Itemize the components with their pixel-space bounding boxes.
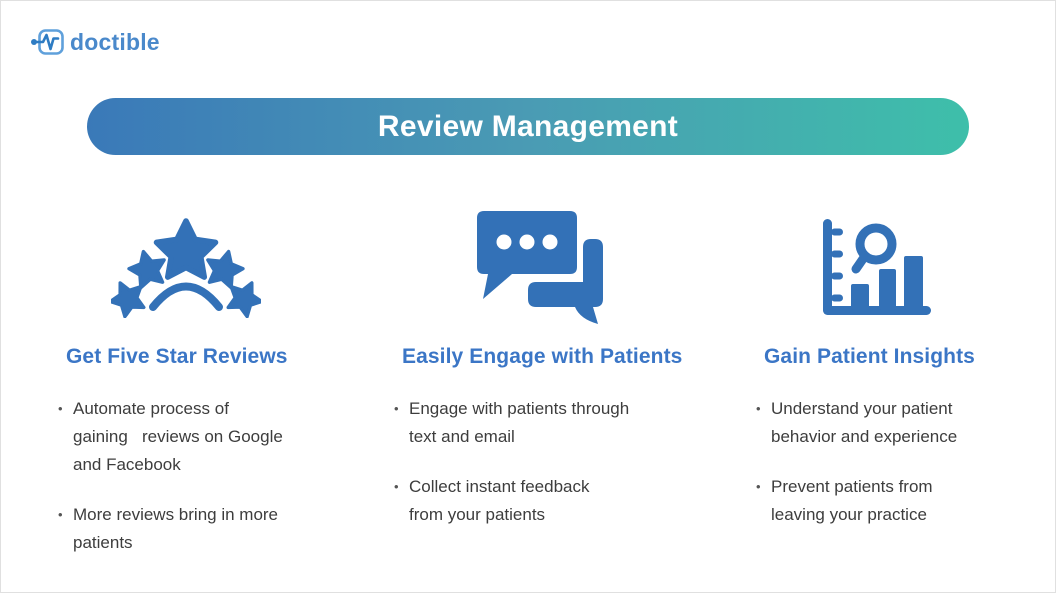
bullet-marker: • (394, 401, 399, 416)
column-five-star-reviews: Get Five Star Reviews • Automate process… (58, 207, 338, 579)
page-title: Review Management (377, 109, 679, 143)
bullet-marker: • (58, 401, 63, 416)
column-heading: Get Five Star Reviews (66, 345, 288, 368)
bar-chart-magnifier-icon (756, 207, 1006, 329)
bullet-marker: • (756, 479, 761, 494)
list-item: • Collect instant feedback from your pat… (394, 473, 706, 529)
bullet-marker: • (58, 507, 63, 522)
doctible-logo: doctible (31, 27, 160, 57)
bullet-marker: • (756, 401, 761, 416)
chat-bubbles-icon (394, 207, 706, 329)
list-item: • Understand your patient behavior and e… (756, 395, 1006, 451)
bullet-list: • Understand your patient behavior and e… (756, 395, 1006, 529)
column-patient-insights: Gain Patient Insights • Understand your … (756, 207, 1006, 551)
list-item: • Automate process of gaining reviews on… (58, 395, 338, 479)
list-item: • Engage with patients through text and … (394, 395, 706, 451)
column-heading: Gain Patient Insights (764, 345, 975, 368)
five-stars-icon (58, 207, 338, 329)
column-engage-patients: Easily Engage with Patients • Engage wit… (394, 207, 706, 551)
bullet-marker: • (394, 479, 399, 494)
list-item: • More reviews bring in more patients (58, 501, 338, 557)
bullet-list: • Automate process of gaining reviews on… (58, 395, 338, 557)
list-item: • Prevent patients from leaving your pra… (756, 473, 1006, 529)
title-banner: Review Management (87, 98, 969, 155)
doctible-pulse-icon (31, 27, 65, 57)
bullet-list: • Engage with patients through text and … (394, 395, 706, 529)
logo-wordmark: doctible (70, 28, 160, 55)
column-heading: Easily Engage with Patients (402, 345, 683, 368)
